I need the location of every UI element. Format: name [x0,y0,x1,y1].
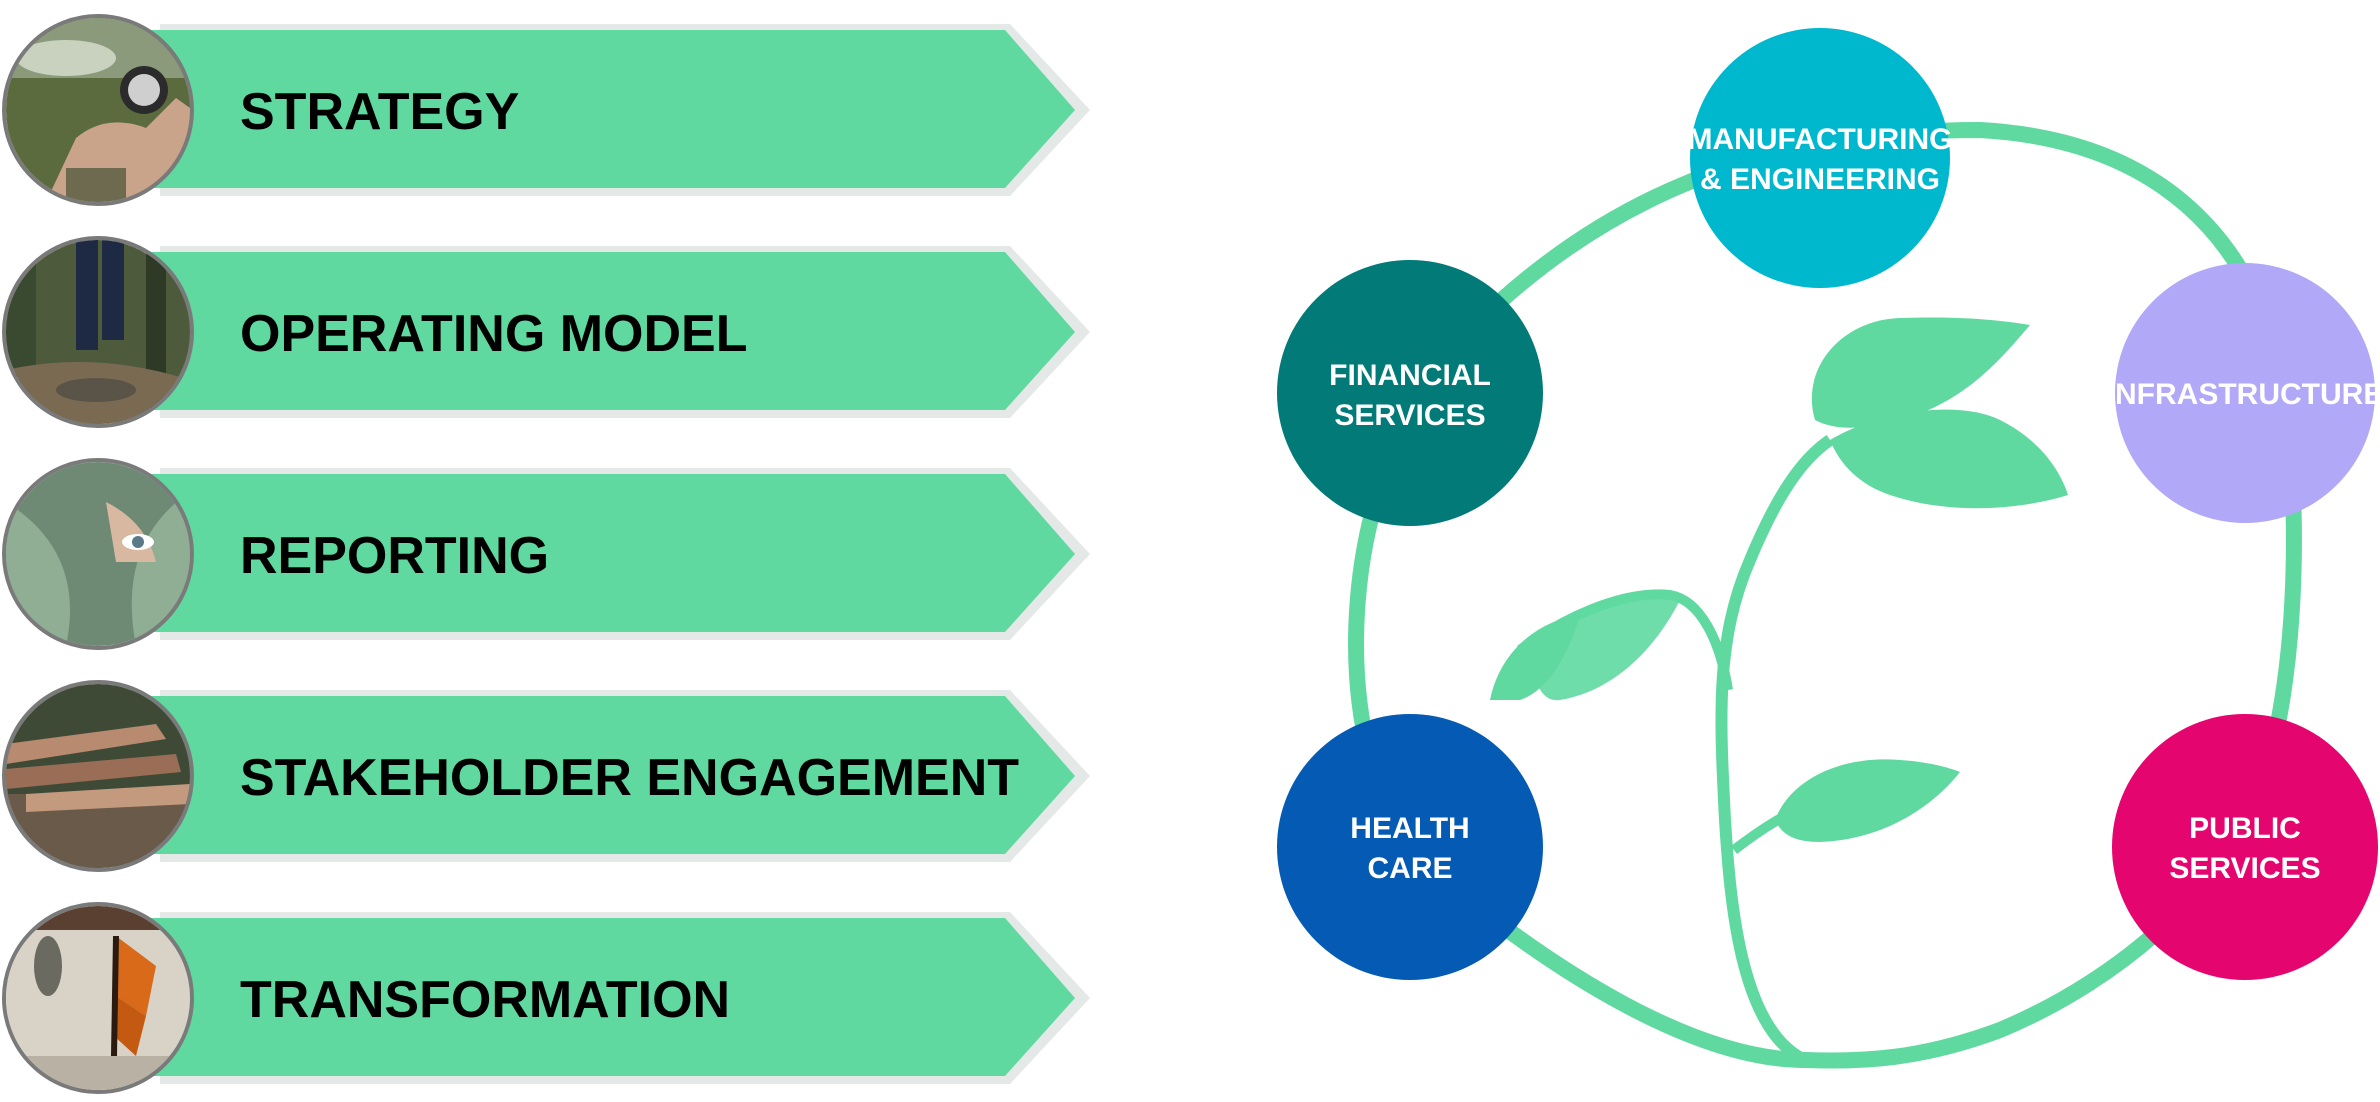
stacked-hands-on-log-photo [2,680,194,872]
node-label: FINANCIAL [1329,359,1491,392]
butterfly-and-chrysalis-photo [2,902,194,1094]
banner-arrow [150,246,1090,418]
banner-label: STAKEHOLDER ENGAGEMENT [240,749,1020,807]
banner-stakeholder-engagement: STAKEHOLDER ENGAGEMENT [0,676,1090,876]
banner-arrow [150,912,1090,1084]
banner-label: REPORTING [240,527,550,585]
banner-reporting: REPORTING [0,454,1090,654]
hand-holding-compass-photo [2,14,194,206]
banner-arrow [150,690,1090,862]
sector-node-manufacturing: MANUFACTURING & ENGINEERING [1688,28,1953,288]
node-label: & ENGINEERING [1700,163,1940,196]
node-label: INFRASTRUCTURE [2107,378,2380,411]
banner-strategy: STRATEGY [0,10,1090,210]
node-label: SERVICES [1334,399,1485,432]
banner-arrow [150,24,1090,196]
node-label: HEALTH [1350,812,1469,845]
banner-transformation: TRANSFORMATION [0,898,1090,1098]
sector-node-infrastructure: INFRASTRUCTURE [2107,263,2380,523]
person-walking-forest-path-photo [2,236,194,428]
banner-operating-model: OPERATING MODEL [0,232,1090,432]
banner-label: STRATEGY [240,83,520,141]
node-label: SERVICES [2169,852,2320,885]
node-label: MANUFACTURING [1688,123,1953,156]
banner-label: TRANSFORMATION [240,971,731,1029]
eye-behind-leaf-photo [2,458,194,650]
banner-arrow [150,468,1090,640]
banner-label: OPERATING MODEL [240,305,748,363]
leaf-icon [1775,759,1960,842]
sector-diagram: MANUFACTURING & ENGINEERING INFRASTRUCTU… [1277,28,2380,1069]
sector-node-health-care: HEALTH CARE [1277,714,1543,980]
leaf-icon [1811,317,2030,428]
leaf-icon [1490,615,1580,700]
node-label: PUBLIC [2189,812,2301,845]
sector-node-public-services: PUBLIC SERVICES [2112,714,2378,980]
vine-stem [1715,435,1834,1066]
leaf-icon [1830,409,2068,509]
node-label: CARE [1367,852,1452,885]
sector-node-financial-services: FINANCIAL SERVICES [1277,260,1543,526]
